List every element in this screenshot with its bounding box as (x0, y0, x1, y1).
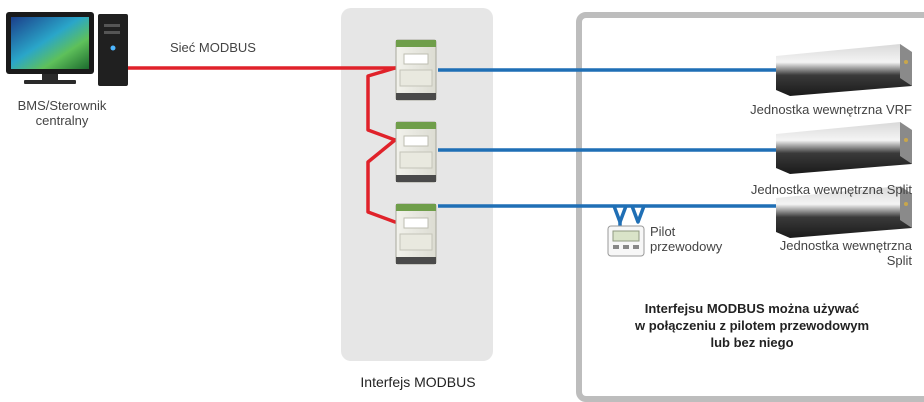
indoor-unit-label-split-1: Jednostka wewnętrzna Split (750, 182, 912, 197)
indoor-unit-lines (438, 68, 776, 226)
din-rail-module-icon (395, 39, 437, 101)
bms-label: BMS/Sterownik centralny (14, 98, 110, 128)
ducted-indoor-unit-icon (776, 44, 912, 96)
network-label: Sieć MODBUS (170, 40, 256, 55)
interface-label: Interfejs MODBUS (360, 374, 476, 390)
desktop-computer-icon (6, 12, 128, 86)
indoor-unit-label-vrf: Jednostka wewnętrzna VRF (750, 102, 912, 117)
modbus-note: Interfejsu MODBUS można używać w połącze… (592, 300, 912, 351)
bms-label-line2: centralny (35, 113, 89, 128)
remote-label: Pilot przewodowy (650, 224, 722, 254)
indoor-unit-label-split-2-line2: Split (886, 253, 912, 268)
indoor-unit-label-split-2: Jednostka wewnętrzna Split (780, 238, 912, 268)
diagram-canvas (6, 12, 912, 265)
remote-label-line1: Pilot (650, 224, 676, 239)
ducted-indoor-unit-icon (776, 186, 912, 238)
note-line1: Interfejsu MODBUS można używać (644, 301, 860, 316)
remote-label-line2: przewodowy (650, 239, 723, 254)
indoor-unit-label-split-2-line1: Jednostka wewnętrzna (779, 238, 912, 253)
din-rail-module-icon (395, 121, 437, 183)
ducted-indoor-unit-icon (776, 122, 912, 174)
note-line3: lub bez niego (710, 335, 794, 350)
din-rail-module-icon (395, 203, 437, 265)
note-line2: w połączeniu z pilotem przewodowym (634, 318, 870, 333)
wired-remote-controller-icon (607, 225, 645, 257)
modbus-bus-line (126, 66, 397, 224)
bms-label-line1: BMS/Sterownik (17, 98, 107, 113)
